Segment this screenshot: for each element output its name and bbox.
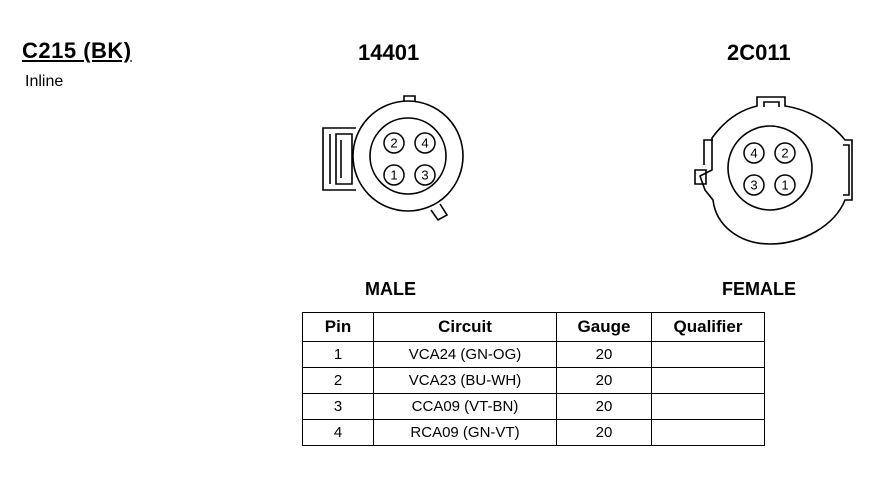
- male-pin-3: [414, 164, 436, 186]
- male-pin-label: 4: [421, 136, 428, 151]
- female-part-number: 2C011: [727, 40, 791, 65]
- male-pin-4: [414, 132, 436, 154]
- table-row: 4 RCA09 (GN-VT) 20: [302, 419, 765, 446]
- cell-gauge: 20: [556, 419, 652, 446]
- table-header-row: Pin Circuit Gauge Qualifier: [302, 312, 765, 342]
- female-pin-3: [743, 174, 765, 196]
- female-pin-2: [774, 142, 796, 164]
- male-connector-diagram: 2 4 1 3: [322, 95, 464, 222]
- female-pin-label: 4: [750, 146, 757, 161]
- female-pin-1: [774, 174, 796, 196]
- cell-gauge: 20: [556, 393, 652, 420]
- male-pin-1: [383, 164, 405, 186]
- table-row: 1 VCA24 (GN-OG) 20: [302, 341, 765, 368]
- female-pin-label: 3: [750, 178, 757, 193]
- cell-qualifier: [651, 419, 765, 446]
- cell-circuit: CCA09 (VT-BN): [373, 393, 557, 420]
- cell-pin: 3: [302, 393, 374, 420]
- female-pin-4: [743, 142, 765, 164]
- table-row: 2 VCA23 (BU-WH) 20: [302, 367, 765, 394]
- male-pin-label: 1: [390, 168, 397, 183]
- cell-pin: 1: [302, 341, 374, 368]
- pinout-table: Pin Circuit Gauge Qualifier 1 VCA24 (GN-…: [302, 312, 765, 446]
- female-pin-label: 1: [781, 178, 788, 193]
- female-label: FEMALE: [722, 279, 796, 299]
- table-row: 3 CCA09 (VT-BN) 20: [302, 393, 765, 420]
- cell-circuit: RCA09 (GN-VT): [373, 419, 557, 446]
- female-pin-label: 2: [781, 146, 788, 161]
- female-connector-diagram: 4 2 3 1: [694, 96, 853, 245]
- header-gauge: Gauge: [556, 312, 652, 342]
- cell-pin: 4: [302, 419, 374, 446]
- male-part-number: 14401: [358, 40, 420, 65]
- header-circuit: Circuit: [373, 312, 557, 342]
- male-label: MALE: [365, 279, 416, 299]
- male-pin-2: [383, 132, 405, 154]
- cell-pin: 2: [302, 367, 374, 394]
- cell-gauge: 20: [556, 367, 652, 394]
- cell-gauge: 20: [556, 341, 652, 368]
- connector-type: Inline: [25, 73, 64, 90]
- cell-qualifier: [651, 393, 765, 420]
- header-qualifier: Qualifier: [651, 312, 765, 342]
- male-pin-label: 3: [421, 168, 428, 183]
- header-pin: Pin: [302, 312, 374, 342]
- cell-circuit: VCA23 (BU-WH): [373, 367, 557, 394]
- cell-qualifier: [651, 367, 765, 394]
- cell-qualifier: [651, 341, 765, 368]
- cell-circuit: VCA24 (GN-OG): [373, 341, 557, 368]
- connector-id: C215 (BK): [22, 38, 132, 63]
- male-pin-label: 2: [390, 136, 397, 151]
